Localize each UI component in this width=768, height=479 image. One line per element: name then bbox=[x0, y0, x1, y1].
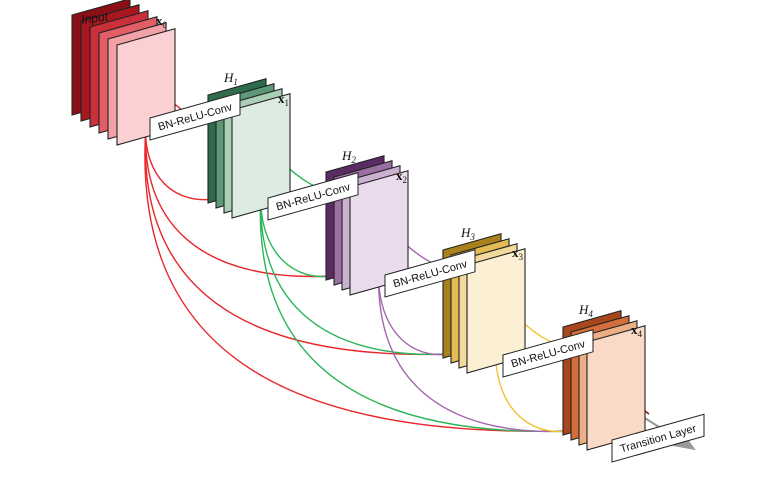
feature-label-3: x3 bbox=[512, 245, 524, 262]
feature-stack-0 bbox=[71, 0, 176, 146]
dense-connection bbox=[259, 159, 570, 433]
op-box-1-frame bbox=[149, 92, 241, 141]
dense-connection bbox=[377, 236, 570, 433]
feature-label-0: x0 bbox=[156, 13, 168, 30]
layer-label-1: H1 bbox=[223, 70, 238, 87]
op-box-2-frame bbox=[267, 172, 359, 221]
feature-label-1: x1 bbox=[278, 91, 289, 108]
feature-label-2: x2 bbox=[396, 168, 407, 185]
op-box-4-frame bbox=[502, 329, 594, 378]
layer-label-2: H2 bbox=[341, 148, 356, 165]
transition-layer-box-frame bbox=[611, 413, 705, 463]
feature-label-4: x4 bbox=[631, 322, 643, 339]
feature-map-stacks bbox=[71, 0, 646, 451]
layer-label-3: H3 bbox=[460, 225, 475, 242]
feature-map-layer bbox=[586, 325, 646, 451]
input-label: Input bbox=[80, 9, 109, 27]
layer-label-4: H4 bbox=[578, 302, 593, 319]
dense-connection bbox=[144, 94, 450, 356]
op-box-3-frame bbox=[384, 249, 476, 298]
feature-stack-4 bbox=[562, 310, 646, 451]
dense-connection bbox=[144, 94, 570, 433]
stage-labels: Input x0 x1 H1 x2 H2 x3 H3 x4 H4 bbox=[80, 9, 642, 339]
